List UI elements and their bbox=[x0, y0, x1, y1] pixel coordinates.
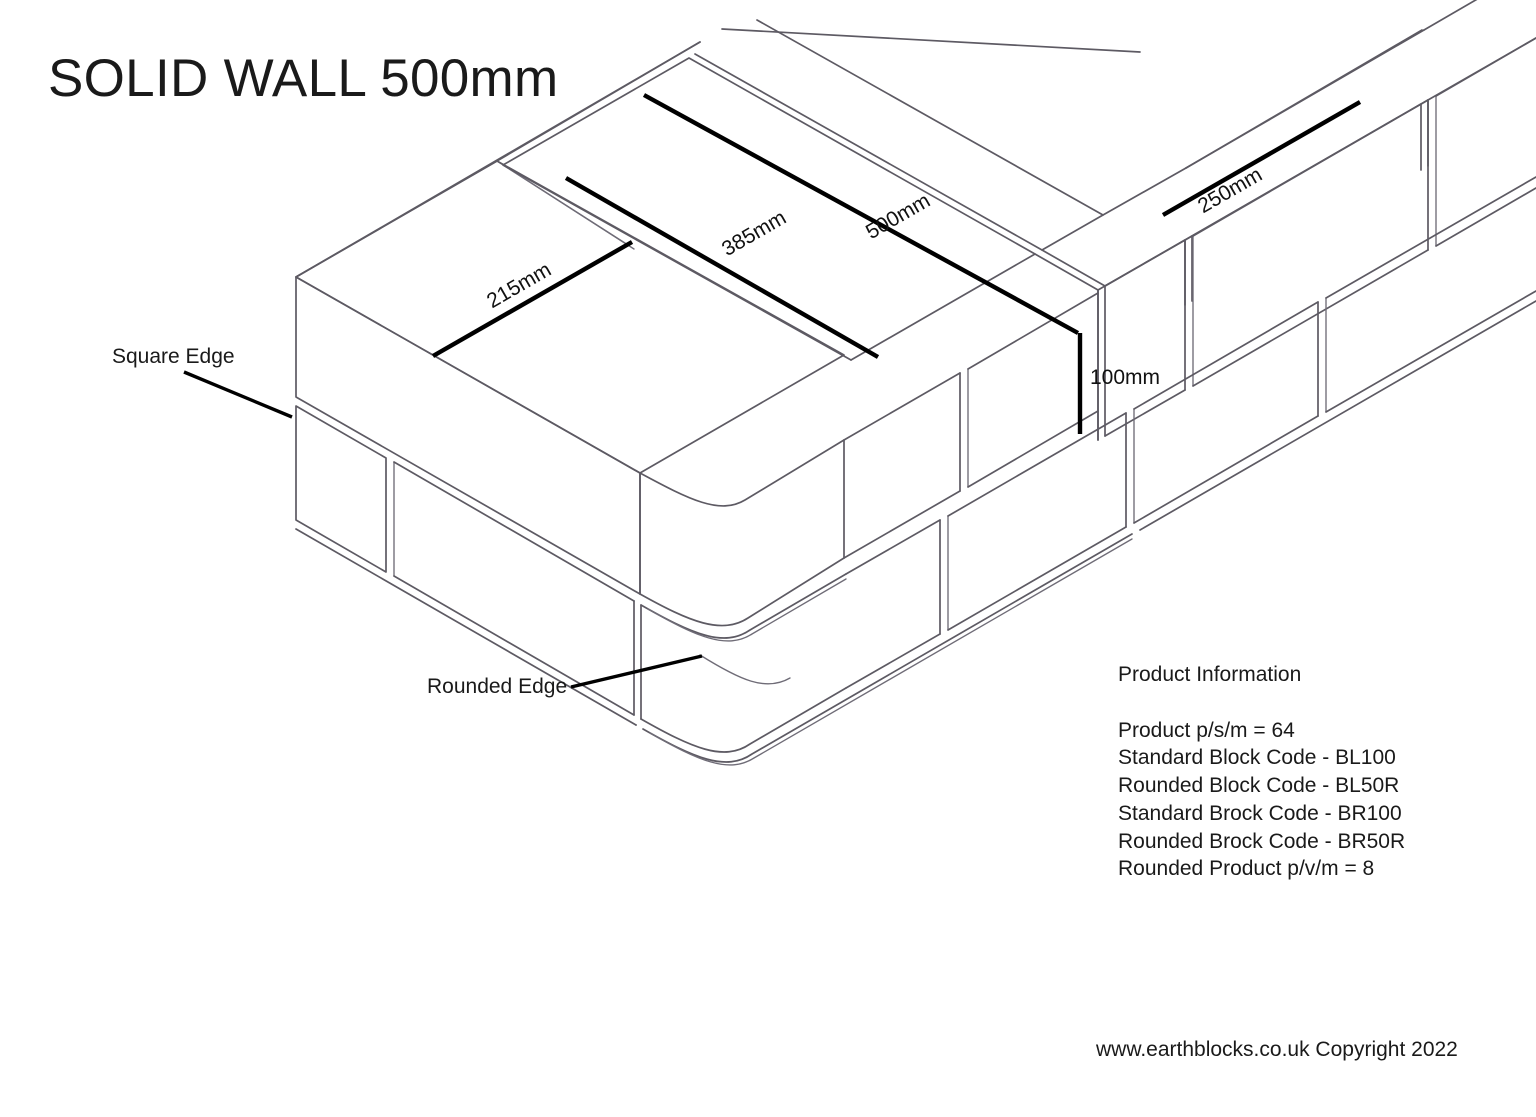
dimension-lines bbox=[431, 93, 1362, 434]
dimension-line-500mm bbox=[642, 93, 1080, 335]
dimension-line-385mm bbox=[564, 176, 880, 359]
dimension-line-250mm bbox=[1161, 100, 1362, 217]
right-wing-top-course-faces bbox=[1104, 37, 1536, 437]
dimension-label-100mm: 100mm bbox=[1090, 366, 1161, 389]
product-info-line: Rounded Block Code - BL50R bbox=[1118, 774, 1400, 798]
copyright-footer: www.earthblocks.co.uk Copyright 2022 bbox=[1096, 1038, 1458, 1061]
product-info-line: Standard Brock Code - BR100 bbox=[1118, 801, 1402, 825]
dimension-line-215mm bbox=[431, 240, 634, 358]
product-info-line: Rounded Brock Code - BR50R bbox=[1118, 829, 1406, 853]
product-info-line: Product p/s/m = 64 bbox=[1118, 718, 1295, 742]
callout-square-edge: Square Edge bbox=[112, 345, 235, 368]
product-information-heading: Product Information bbox=[1118, 663, 1302, 686]
product-info-line: Rounded Product p/v/m = 8 bbox=[1118, 857, 1375, 881]
page-title: SOLID WALL 500mm bbox=[48, 49, 559, 108]
product-info-line: Standard Block Code - BL100 bbox=[1118, 746, 1396, 770]
lower-course-blocks bbox=[295, 176, 1536, 753]
leader-lines bbox=[183, 370, 703, 689]
callout-rounded-edge: Rounded Edge bbox=[427, 675, 568, 698]
top-course-front-faces bbox=[295, 276, 1099, 627]
leader-line-square-edge bbox=[183, 370, 293, 419]
leader-line-rounded-edge bbox=[570, 654, 703, 689]
product-information-block: Product Information Product p/s/m = 64 S… bbox=[1118, 661, 1405, 883]
third-course-blocks bbox=[295, 300, 1536, 766]
